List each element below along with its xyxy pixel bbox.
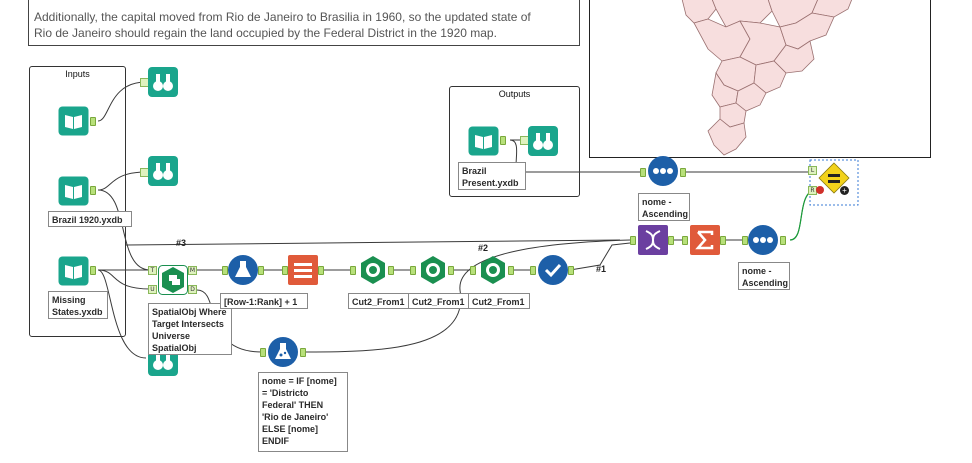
output-anchor[interactable]	[680, 168, 686, 177]
outputs-container[interactable]: Outputs	[449, 86, 580, 197]
select-tool[interactable]	[538, 255, 568, 285]
binoculars-icon	[528, 126, 558, 156]
browse-tool-1[interactable]	[148, 67, 178, 97]
output-anchor[interactable]	[90, 266, 96, 275]
map-preview[interactable]	[589, 0, 931, 158]
dna-icon	[638, 225, 668, 255]
add-icon[interactable]: +	[840, 186, 849, 195]
map-state	[811, 0, 853, 18]
input-tool-missing-states[interactable]	[58, 256, 90, 286]
book-icon	[58, 106, 89, 136]
error-icon	[816, 186, 824, 194]
output-anchor[interactable]	[258, 266, 264, 275]
record-id-tool[interactable]	[288, 255, 318, 285]
input-anchor[interactable]	[222, 266, 228, 275]
input-anchor[interactable]	[410, 266, 416, 275]
annotation-cut-1: Cut2_From1	[348, 293, 410, 309]
anchor-unmatched[interactable]: D	[188, 285, 197, 294]
spatial-process-icon	[361, 256, 385, 284]
annotation-brazil-1920: Brazil 1920.yxdb	[48, 211, 132, 227]
spatial-process-tool-2[interactable]	[418, 255, 448, 285]
spatial-match-tool[interactable]	[158, 265, 188, 295]
input-anchor[interactable]	[682, 236, 688, 245]
spatial-match-icon	[158, 265, 188, 295]
input-anchor[interactable]	[530, 266, 536, 275]
summarize-tool[interactable]	[690, 225, 720, 255]
map-state	[707, 118, 747, 156]
spatial-process-tool-1[interactable]	[358, 255, 388, 285]
formula-tool[interactable]	[268, 337, 298, 367]
output-anchor[interactable]	[568, 266, 574, 275]
anchor-left[interactable]: L	[808, 166, 817, 175]
inputs-title: Inputs	[65, 69, 90, 79]
sort-icon	[648, 156, 678, 186]
equals-icon	[818, 162, 850, 194]
test-tool[interactable]	[818, 162, 850, 194]
input-anchor[interactable]	[470, 266, 476, 275]
output-anchor[interactable]	[90, 186, 96, 195]
annotation-multi-row: [Row-1:Rank] + 1	[220, 293, 308, 309]
book-icon	[58, 176, 89, 206]
input-anchor[interactable]	[350, 266, 356, 275]
annotation-formula: nome = IF [nome] = 'Districto Federal' T…	[258, 372, 348, 452]
input-tool-brazil-1920[interactable]	[58, 176, 90, 206]
wireless-link-label-1: #1	[596, 264, 607, 274]
input-anchor[interactable]	[742, 236, 748, 245]
multi-row-formula-tool[interactable]	[228, 255, 258, 285]
input-anchor[interactable]	[640, 168, 646, 177]
union-tool[interactable]	[638, 225, 668, 255]
input-anchor[interactable]	[630, 236, 636, 245]
spatial-process-icon	[421, 256, 445, 284]
binoculars-icon	[148, 67, 178, 97]
output-anchor[interactable]	[318, 266, 324, 275]
input-tool-1[interactable]	[58, 106, 90, 136]
outputs-title: Outputs	[498, 89, 531, 99]
wireless-link-label-2: #2	[478, 243, 489, 253]
browse-tool-4[interactable]	[528, 126, 558, 156]
annotation-spatial-match: SpatialObj Where Target Intersects Unive…	[148, 303, 232, 355]
input-anchor[interactable]	[260, 348, 266, 357]
checkmark-icon	[538, 255, 568, 285]
annotation-cut-2: Cut2_From1	[408, 293, 470, 309]
binoculars-icon	[148, 156, 178, 186]
annotation-sort-1: nome - Ascending	[638, 193, 690, 221]
spatial-process-tool-3[interactable]	[478, 255, 508, 285]
wireless-link-label-3: #3	[176, 238, 187, 248]
annotation-brazil-present: Brazil Present.yxdb	[458, 162, 526, 190]
flask-icon	[268, 337, 298, 367]
book-icon	[468, 126, 499, 156]
anchor-matched[interactable]: M	[188, 266, 197, 275]
output-anchor[interactable]	[668, 236, 674, 245]
book-icon	[58, 256, 89, 286]
sort-icon	[748, 225, 778, 255]
sort-tool-2[interactable]	[748, 225, 778, 255]
spatial-process-icon	[481, 256, 505, 284]
comment-box[interactable]: Additionally, the capital moved from Rio…	[28, 0, 580, 46]
comment-line-1: Additionally, the capital moved from Rio…	[34, 10, 531, 24]
annotation-sort-2: nome - Ascending	[738, 262, 790, 290]
comment-line-2: Rio de Janeiro should regain the land oc…	[34, 26, 497, 40]
annotation-cut-3: Cut2_From1	[468, 293, 530, 309]
output-anchor[interactable]	[448, 266, 454, 275]
input-tool-brazil-present[interactable]	[468, 126, 500, 156]
output-anchor[interactable]	[780, 236, 786, 245]
output-anchor[interactable]	[90, 117, 96, 126]
anchor-universe[interactable]: U	[148, 285, 157, 294]
anchor-target[interactable]: T	[148, 266, 157, 275]
flask-icon	[228, 255, 258, 285]
output-anchor[interactable]	[720, 236, 726, 245]
sigma-icon	[690, 225, 720, 255]
browse-tool-2[interactable]	[148, 156, 178, 186]
output-anchor[interactable]	[508, 266, 514, 275]
input-anchor[interactable]	[282, 266, 288, 275]
annotation-missing-states: Missing States.yxdb	[48, 291, 108, 319]
output-anchor[interactable]	[300, 348, 306, 357]
output-anchor[interactable]	[388, 266, 394, 275]
brazil-map	[681, 0, 853, 156]
output-anchor[interactable]	[500, 136, 506, 145]
record-icon	[288, 255, 318, 285]
sort-tool-1[interactable]	[648, 156, 678, 186]
inputs-container[interactable]: Inputs	[29, 66, 126, 337]
